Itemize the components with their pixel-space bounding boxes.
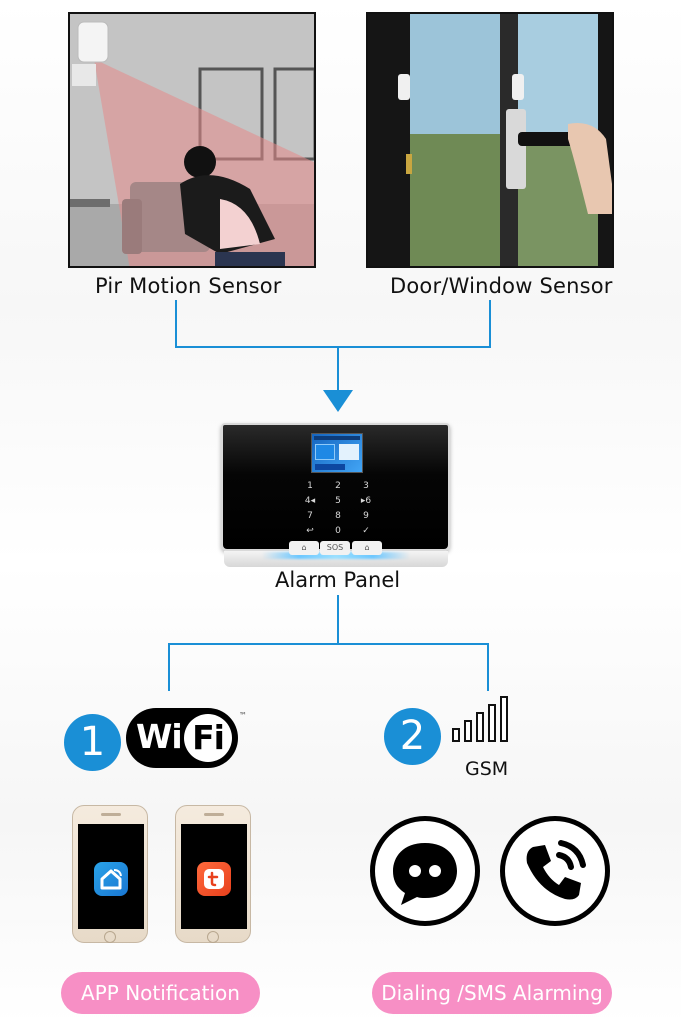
channel-number-badge: 2 — [384, 708, 441, 765]
panel-key: 0 — [335, 526, 341, 536]
alarm-panel-label: Alarm Panel — [275, 568, 401, 592]
panel-key: 8 — [335, 511, 341, 521]
panel-key: 5 — [335, 496, 341, 506]
panel-key: 7 — [307, 511, 313, 521]
tuya-app-icon — [197, 862, 231, 896]
sms-chat-icon — [370, 816, 480, 926]
alarm-panel-device: 1 2 3 4◂ 5 ▸6 7 8 9 ↩ 0 ✓ — [221, 423, 450, 551]
sms-alarming-pill: Dialing /SMS Alarming — [372, 972, 612, 1014]
smart-life-app-icon — [94, 862, 128, 896]
phone-tuya-app — [175, 805, 251, 943]
channel-number-badge: 1 — [64, 714, 121, 771]
flow-line-to-panel — [337, 346, 339, 394]
door-scene-illustration — [368, 14, 612, 266]
panel-home-icon: ⌂ — [289, 541, 319, 555]
gsm-label: GSM — [465, 758, 509, 780]
flow-line-top-horizontal — [175, 346, 491, 348]
wifi-logo: Wi Fi — [126, 708, 238, 768]
panel-key: ▸6 — [360, 496, 372, 506]
wifi-logo-fi: Fi — [184, 714, 232, 762]
panel-arm-icon: ⌂ — [352, 541, 382, 555]
panel-key: 2 — [335, 481, 341, 491]
panel-sos-button: SOS — [320, 541, 350, 555]
flow-line-pir-down — [175, 300, 177, 348]
pir-motion-sensor-photo — [68, 12, 316, 268]
flow-line-bottom-horizontal — [168, 643, 489, 645]
wifi-trademark: ™ — [239, 711, 247, 720]
flow-line-to-gsm — [487, 643, 489, 691]
panel-key: ↩ — [306, 526, 314, 536]
panel-key: 3 — [363, 481, 369, 491]
flow-line-from-panel — [337, 595, 339, 643]
panel-key: ✓ — [362, 526, 370, 536]
flow-line-door-down — [489, 300, 491, 348]
door-window-sensor-label: Door/Window Sensor — [390, 274, 613, 298]
door-window-sensor-photo — [366, 12, 614, 268]
flow-arrow-down-icon — [323, 390, 353, 412]
panel-key: 1 — [307, 481, 313, 491]
pir-motion-sensor-label: Pir Motion Sensor — [95, 274, 282, 298]
phone-call-icon — [500, 816, 610, 926]
app-notification-pill: APP Notification — [61, 972, 260, 1014]
panel-key: 9 — [363, 511, 369, 521]
phone-smart-life-app — [72, 805, 148, 943]
flow-line-to-wifi — [168, 643, 170, 691]
alarm-panel-screen — [311, 433, 363, 473]
wifi-logo-wi: Wi — [136, 717, 183, 756]
pir-scene-illustration — [70, 14, 314, 266]
panel-key: 4◂ — [304, 496, 316, 506]
alarm-panel-glow — [262, 552, 410, 559]
